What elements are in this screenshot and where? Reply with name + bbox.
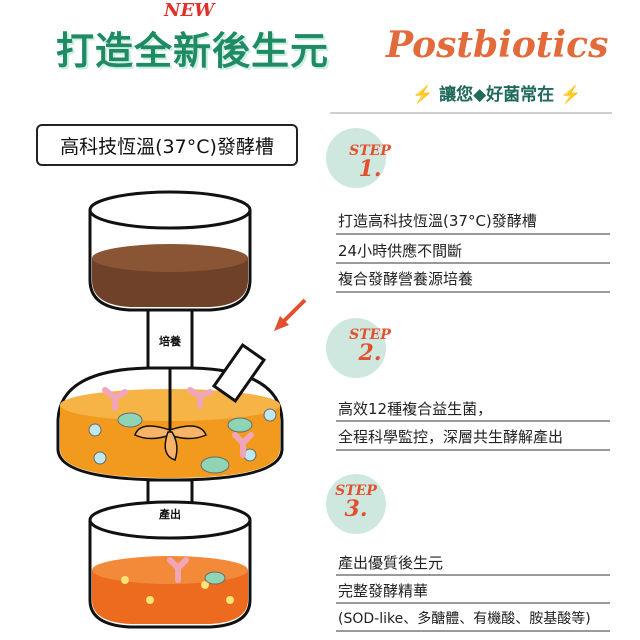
step-1-badge (326, 128, 386, 188)
step-1-rule (336, 262, 610, 264)
step-1-item: 複合發酵營養源培養 (338, 270, 474, 288)
bacteria-group (88, 387, 277, 474)
header-title: NEW 打造全新後生元 Postbiotics (56, 0, 616, 76)
step-1-item: 打造高科技恆溫(37°C)發酵槽 (338, 212, 537, 230)
inlet-arrow-icon (274, 298, 307, 331)
subtitle-divider (330, 112, 612, 114)
step-3-rule (336, 602, 610, 604)
top-jar (88, 190, 252, 312)
step-2-item: 高效12種複合益生菌， (338, 400, 493, 418)
step-1-rule (336, 233, 610, 235)
new-tag: NEW (164, 0, 215, 21)
subtitle-text: 讓您◆好菌常在 (439, 85, 555, 105)
output-label: 產出 (158, 507, 181, 521)
page-title-latin: Postbiotics (386, 24, 609, 66)
step-2-badge (326, 318, 386, 378)
fermentation-tank-illustration: 培養 (56, 190, 307, 629)
step-3-item: (SOD-like、多醣體、有機酸、胺基酸等) (338, 611, 591, 627)
step-2-rule (336, 449, 610, 451)
chamber-title-box: 高科技恆溫(37°C)發酵槽 (36, 124, 298, 166)
bolt-icon: ⚡ (560, 85, 582, 105)
stirrer-icon (134, 368, 207, 461)
inlet-tube (211, 342, 267, 404)
step-3-rule (336, 630, 610, 632)
bolt-icon: ⚡ (412, 85, 434, 105)
step-2-rule (336, 420, 610, 422)
step-3-item: 產出優質後生元 (338, 554, 444, 572)
subtitle: ⚡ 讓您◆好菌常在 ⚡ (412, 80, 581, 105)
step-3-badge (326, 474, 386, 534)
culture-label: 培養 (159, 334, 181, 348)
step-3-rule (336, 574, 610, 576)
bottom-jar (88, 500, 252, 629)
step-1-rule (336, 291, 610, 293)
step-1-item: 24小時供應不間斷 (338, 242, 463, 260)
step-2-item: 全程科學監控，深層共生酵解產出 (338, 428, 564, 446)
step-3-item: 完整發酵精華 (338, 582, 429, 600)
page-title: 打造全新後生元 (56, 29, 330, 73)
